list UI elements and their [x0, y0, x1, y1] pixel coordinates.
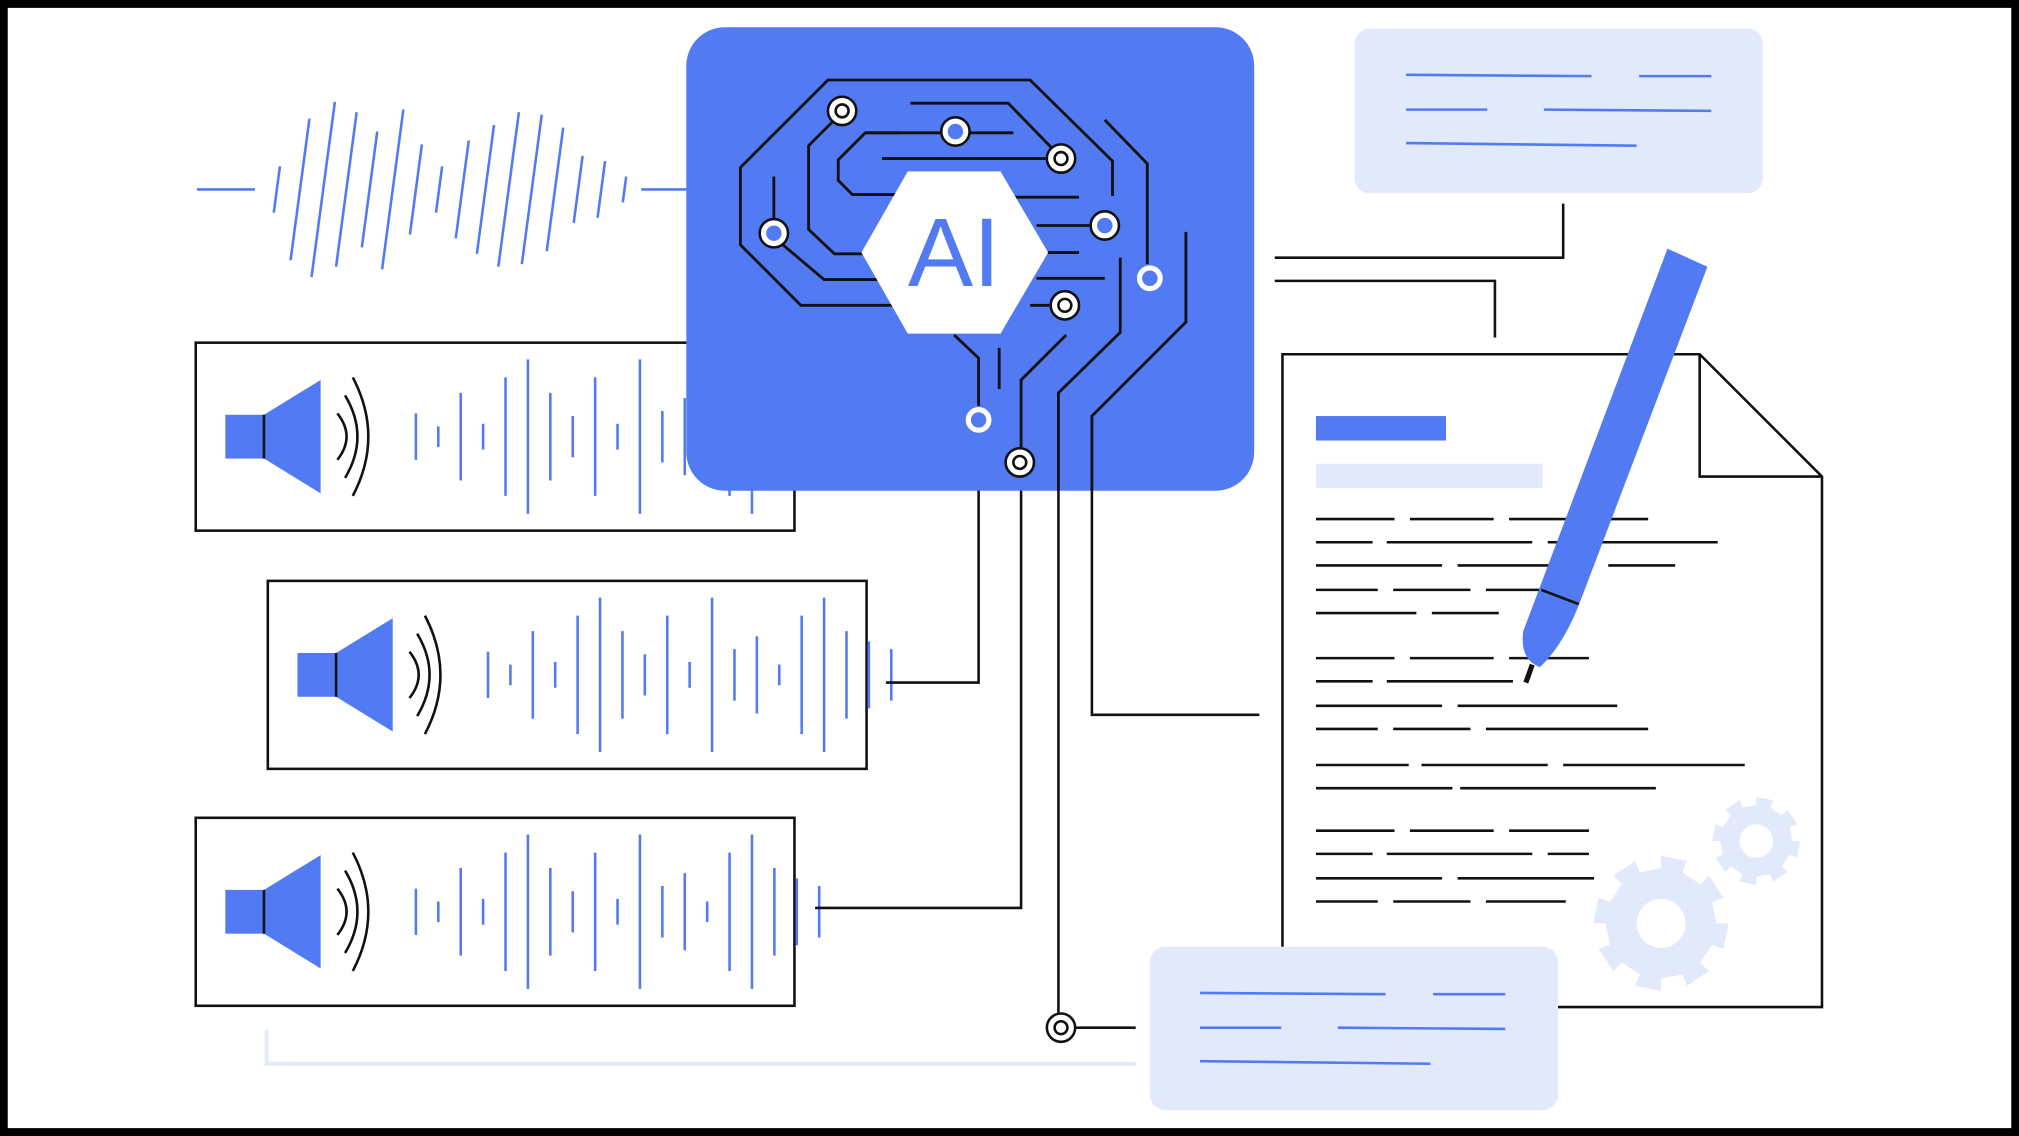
- circuit-node: [758, 217, 790, 249]
- circuit-node: [826, 95, 858, 127]
- top-sound-wave: [197, 101, 689, 278]
- wave-bar: [434, 166, 444, 213]
- wave-bar: [380, 109, 405, 270]
- gears-icon: [1593, 796, 1801, 991]
- ai-brain-panel: AI: [686, 27, 1255, 491]
- faint-connector: [264, 1030, 1136, 1066]
- wave-bar: [596, 160, 607, 218]
- top-chat-bubble: [1354, 28, 1763, 194]
- circuit-nodes: [758, 95, 1163, 478]
- bubble-text-lines: [1406, 73, 1712, 147]
- speaker-icon: [225, 376, 370, 497]
- transcript-document: [1281, 352, 1824, 1009]
- wave-bar: [454, 140, 471, 239]
- wave-bar: [310, 101, 337, 278]
- circuit-node: [939, 116, 971, 147]
- audio-clip-2: [266, 579, 893, 771]
- document-fold: [1698, 354, 1822, 478]
- circuit-node: [1049, 289, 1081, 321]
- audio-clip-3: [194, 816, 821, 1008]
- gear: [1593, 855, 1729, 991]
- wave-bar: [520, 114, 544, 265]
- document-text-lines: [1315, 517, 1745, 903]
- wave-bar: [289, 118, 311, 261]
- wave-bar: [360, 131, 379, 248]
- bottom-node: [1045, 1012, 1077, 1044]
- wave-bar: [475, 124, 496, 254]
- circuit-node: [1136, 265, 1163, 292]
- circuit-node: [1089, 210, 1121, 241]
- wave-bar: [572, 155, 584, 224]
- wave-bar: [621, 176, 628, 203]
- wave-bar: [497, 112, 521, 267]
- document-subtitle-bar: [1315, 463, 1543, 489]
- ai-hexagon: [861, 171, 1049, 334]
- bottom-chat-bubble: [1149, 946, 1559, 1111]
- circuit-node: [965, 407, 992, 433]
- speaker-icon: [297, 615, 442, 735]
- wave-bar: [272, 166, 282, 213]
- wave-bar: [408, 144, 424, 235]
- speaker-icon: [225, 851, 370, 972]
- ai-label: AI: [908, 197, 1000, 307]
- wave-bar: [545, 127, 565, 252]
- pen-icon: [1522, 248, 1708, 684]
- circuit-node: [1045, 143, 1077, 174]
- gear: [1712, 796, 1801, 886]
- clip-waveform: [486, 597, 893, 753]
- document-title-bar: [1315, 416, 1447, 441]
- circuit-node: [1004, 446, 1036, 478]
- clip-waveform: [414, 834, 821, 990]
- connector-top-bubble: [1274, 203, 1565, 259]
- bubble-text-lines: [1200, 991, 1506, 1066]
- wave-bar: [334, 112, 358, 267]
- brain-circuit-icon: [738, 78, 1188, 491]
- connector-document-top: [1274, 279, 1497, 338]
